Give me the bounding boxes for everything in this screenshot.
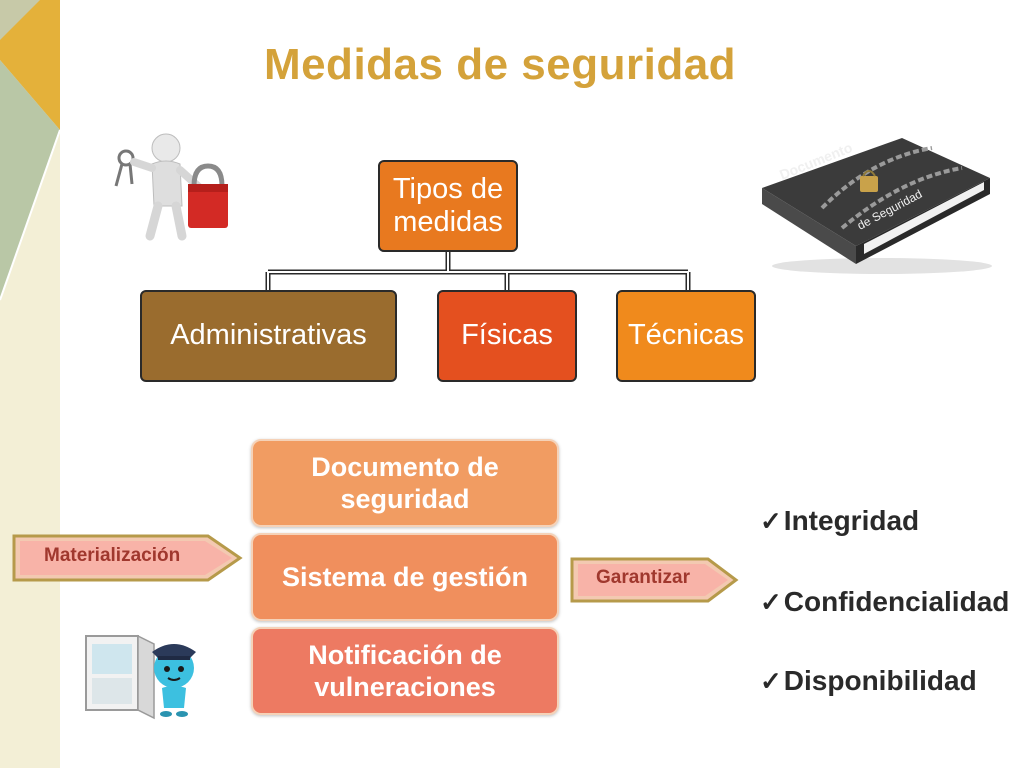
- tree-root-label: Tipos de medidas: [392, 172, 504, 238]
- safe-and-guard-icon: [85, 634, 196, 720]
- decorative-side-band: [0, 0, 60, 768]
- garantizar-arrow: [570, 557, 739, 603]
- materializacion-arrow: [12, 534, 243, 582]
- stack-item-label: Documento de seguridad: [311, 451, 499, 514]
- checkmark-icon: ✓: [760, 587, 782, 617]
- security-document-binder-icon: Documento de Seguridad: [762, 138, 992, 274]
- tree-child-label: Físicas: [461, 319, 553, 352]
- property-label: Confidencialidad: [783, 586, 1010, 617]
- property-label: Integridad: [783, 505, 920, 536]
- stack-item-documento: Documento de seguridad: [251, 439, 559, 527]
- property-integridad: ✓Integridad: [760, 505, 919, 537]
- stack-item-label: Sistema de gestión: [281, 561, 529, 592]
- tree-child-administrativas: Administrativas: [140, 290, 397, 382]
- materializacion-label: Materialización: [44, 545, 181, 566]
- stack-item-label: Notificación de vulneraciones: [308, 639, 502, 702]
- tree-child-label: Administrativas: [170, 319, 367, 352]
- tree-child-label: Técnicas: [627, 319, 745, 352]
- figure-with-keys-icon: [114, 133, 228, 241]
- property-label: Disponibilidad: [783, 665, 977, 696]
- checkmark-icon: ✓: [760, 666, 782, 696]
- tree-child-fisicas: Físicas: [437, 290, 577, 382]
- property-confidencialidad: ✓Confidencialidad: [760, 586, 1009, 618]
- tree-child-tecnicas: Técnicas: [616, 290, 756, 382]
- stack-item-notificacion: Notificación de vulneraciones: [251, 627, 559, 715]
- property-disponibilidad: ✓Disponibilidad: [760, 665, 977, 697]
- checkmark-icon: ✓: [760, 506, 782, 536]
- garantizar-label: Garantizar: [596, 567, 690, 588]
- slide-title: Medidas de seguridad: [263, 40, 737, 89]
- tree-root-box: Tipos de medidas: [378, 160, 518, 252]
- stack-item-sistema: Sistema de gestión: [251, 533, 559, 621]
